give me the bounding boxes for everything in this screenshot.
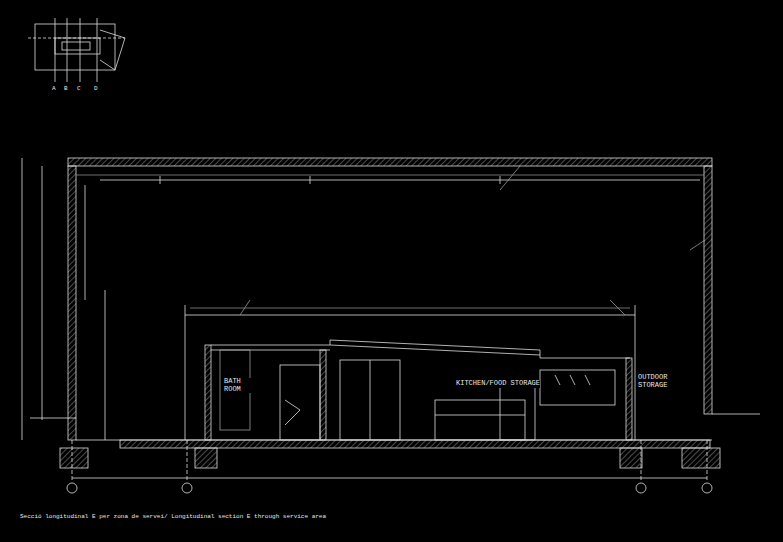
grid-letter: D <box>94 86 98 93</box>
room-label: KITCHEN/FOOD STORAGE <box>456 380 540 388</box>
grid-letter: C <box>77 86 81 93</box>
grid-letter: B <box>64 86 68 93</box>
room-label: BATH ROOM <box>224 378 254 393</box>
room-label: OUTDOOR STORAGE <box>638 374 678 389</box>
grid-letter: A <box>52 86 56 93</box>
section-caption: Secció longitudinal E per zona de servei… <box>20 514 326 521</box>
